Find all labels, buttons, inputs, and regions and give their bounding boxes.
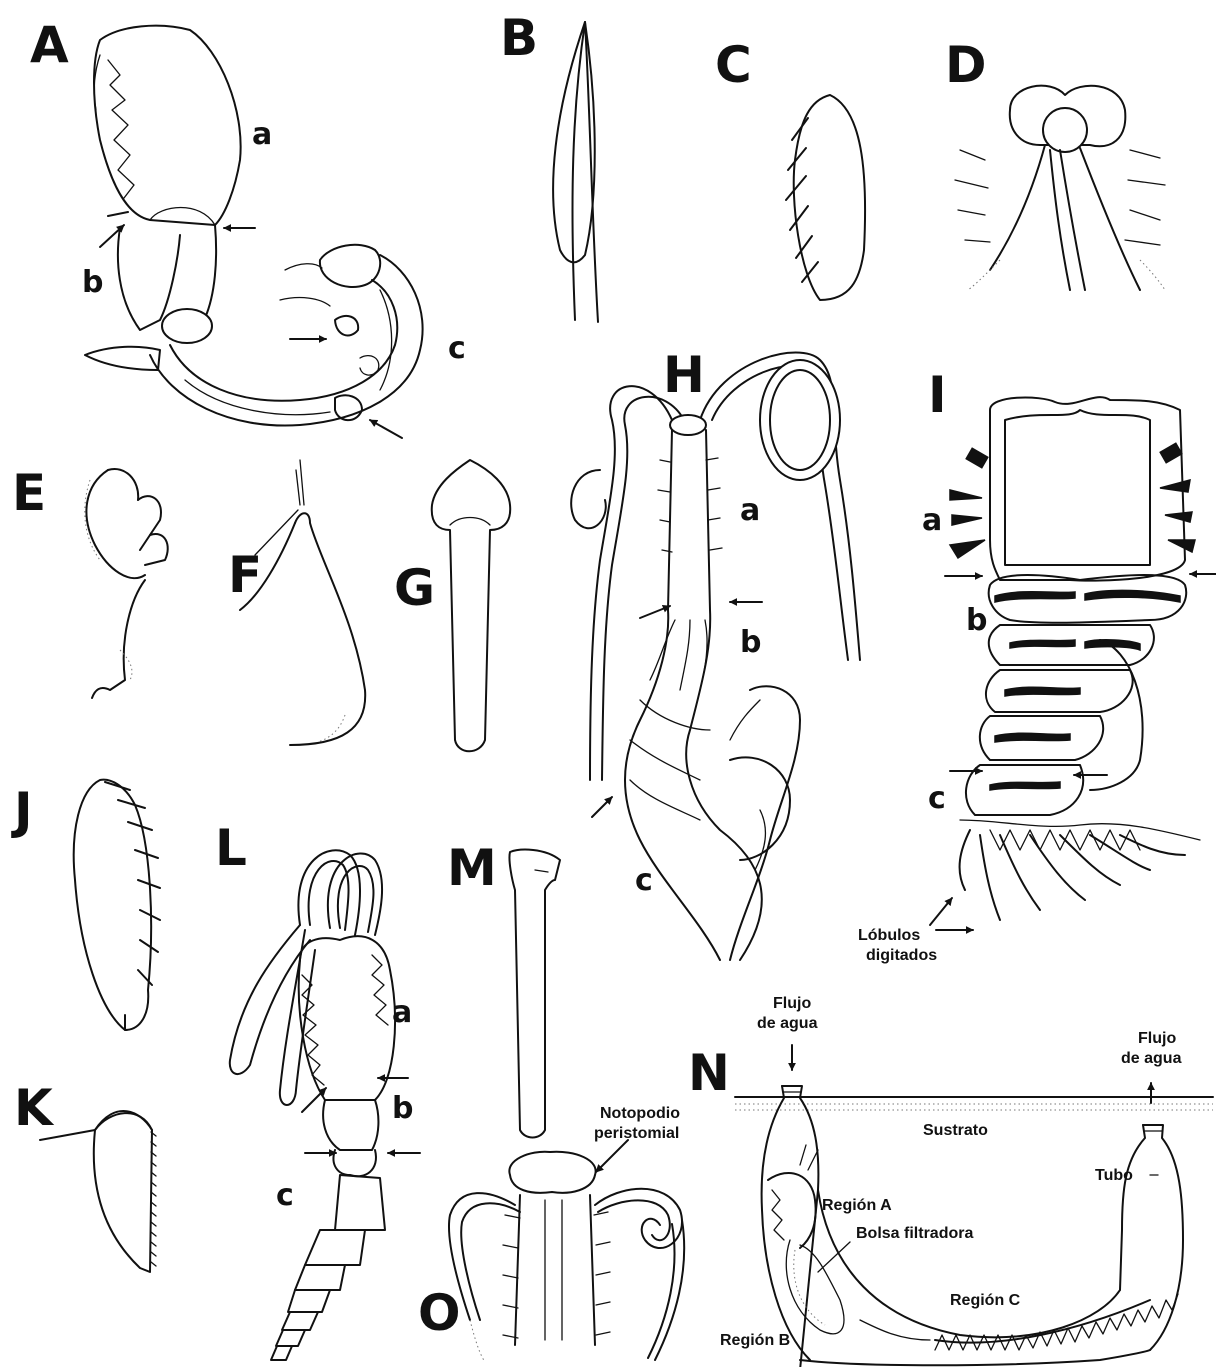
flujo-right-line1: Flujo [1138,1030,1176,1047]
panel-i-part-c: c [928,781,946,816]
panel-n-drawing [735,1045,1213,1367]
panel-a-part-c: c [448,331,466,366]
panel-m-drawing [509,850,560,1138]
panel-h-part-a: a [740,493,760,528]
panel-e-letter: E [12,464,46,522]
panel-e-drawing [85,469,168,698]
panel-a-part-a: a [252,117,272,152]
tubo-label: Tubo [1095,1167,1133,1184]
panel-l-part-b: b [392,1091,413,1126]
panel-i-part-a: a [922,503,942,538]
panel-c-letter: C [715,36,752,94]
panel-g-drawing [432,460,510,751]
panel-m-letter: M [447,839,497,897]
panel-k-letter: K [14,1079,55,1137]
flujo-right-line2: de agua [1121,1050,1182,1067]
panel-k-drawing [40,1111,156,1272]
panel-l-letter: L [215,819,247,877]
flujo-left-line1: Flujo [773,995,811,1012]
lobulos-label-line2: digitados [866,947,937,964]
region-a-label: Región A [822,1197,892,1214]
panel-d-letter: D [945,36,987,94]
panel-h-letter: H [663,346,705,404]
panel-a-letter: A [30,16,69,74]
notopodio-label-line2: peristomial [594,1125,679,1142]
panel-h-part-b: b [740,625,761,660]
bolsa-filtradora-label: Bolsa filtradora [856,1225,973,1242]
region-c-label: Región C [950,1292,1021,1309]
panel-a-part-b: b [82,265,103,300]
panel-b-letter: B [500,9,538,67]
panel-l-part-c: c [276,1178,294,1213]
panel-o-drawing [449,1140,684,1362]
lobulos-label-line1: Lóbulos [858,927,920,944]
sustrato-label: Sustrato [923,1122,988,1139]
panel-h-drawing [571,353,860,961]
panel-j-letter: J [11,782,33,840]
panel-c-drawing [786,95,865,300]
panel-n-letter: N [688,1044,730,1102]
panel-i-drawing [930,397,1216,930]
panel-g-letter: G [394,559,435,617]
panel-i-letter: I [928,366,947,424]
panel-l-part-a: a [392,995,412,1030]
panel-d-drawing [955,86,1165,290]
notopodio-label-line1: Notopodio [600,1105,680,1122]
panel-o-letter: O [418,1284,461,1342]
flujo-left-line2: de agua [757,1015,818,1032]
panel-i-part-b: b [966,603,987,638]
panel-f-letter: F [228,546,262,604]
panel-h-part-c: c [635,863,653,898]
panel-b-drawing [553,22,598,322]
panel-j-drawing [74,780,160,1030]
region-b-label: Región B [720,1332,790,1349]
panel-a-drawing [85,26,423,438]
